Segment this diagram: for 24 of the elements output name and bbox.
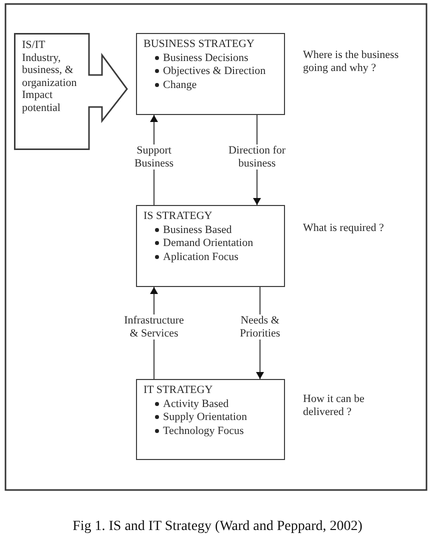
- strategy-box: [136, 379, 285, 460]
- bullet-text: Objectives & Direction: [163, 64, 266, 78]
- bullet-text: Supply Orientation: [163, 410, 248, 424]
- bullet-text: Aplication Focus: [163, 250, 238, 264]
- box-text: IS/IT Industry, business, & organization Impact potential: [22, 39, 78, 115]
- box-title: IS STRATEGY: [144, 210, 212, 222]
- bullet-text: Demand Orientation: [163, 236, 254, 250]
- box-title: BUSINESS STRATEGY: [144, 38, 254, 50]
- bullet-text: Business Decisions: [163, 52, 248, 64]
- box-title: IT STRATEGY: [144, 384, 213, 396]
- strategy-box: [136, 205, 285, 287]
- bullet-text: Technology Focus: [163, 424, 244, 438]
- edge-label: Infrastructure & Services: [122, 314, 186, 340]
- side-note: How it can be delivered ?: [303, 393, 366, 418]
- strategy-box: [136, 33, 285, 115]
- bullet-text: Activity Based: [163, 398, 229, 410]
- side-note: Where is the business going and why ?: [303, 49, 400, 74]
- caption: Fig 1. IS and IT Strategy (Ward and Peppard, 2002): [72, 518, 362, 535]
- bullet-text: Business Based: [163, 224, 232, 236]
- bullet-text: Change: [163, 78, 197, 92]
- edge-label: Direction for business: [227, 144, 287, 170]
- edge-label: Needs & Priorities: [238, 314, 282, 340]
- side-note: What is required ?: [303, 222, 385, 235]
- block-arrow-box: [14, 33, 128, 150]
